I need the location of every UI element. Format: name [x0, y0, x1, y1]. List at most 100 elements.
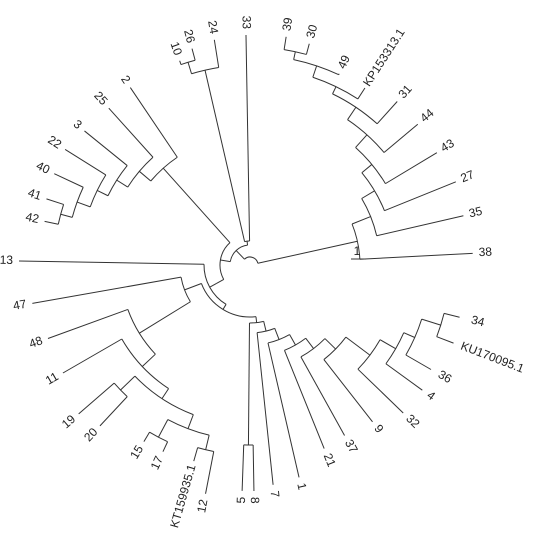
leaf-label-7: 7: [268, 490, 283, 498]
branch-radial-71: [162, 167, 231, 243]
branch-arc-48: [127, 309, 156, 355]
scale-bar-label: 1: [354, 244, 361, 258]
branch-arc-109: [347, 119, 385, 153]
branch-radial-124: [385, 152, 438, 185]
branch-radial-44: [241, 444, 245, 491]
branch-radial-67: [62, 338, 123, 374]
branch-arc-0: [244, 256, 259, 264]
branch-radial-21: [324, 338, 336, 350]
branch-radial-98: [213, 39, 220, 68]
leaf-label-5: 5: [234, 496, 248, 503]
branch-radial-85: [54, 173, 84, 188]
branch-radial-9: [222, 304, 227, 310]
leaf-label-47: 47: [12, 297, 28, 313]
leaf-label-19: 19: [59, 412, 79, 432]
branch-radial-66: [78, 382, 115, 415]
branch-radial-59: [158, 419, 169, 438]
branch-radial-39: [267, 342, 300, 478]
branch-radial-53: [187, 414, 194, 429]
branch-radial-125: [384, 181, 457, 212]
branch-radial-49: [141, 353, 156, 367]
leaf-label-30: 30: [303, 23, 320, 40]
leaf-label-10: 10: [168, 40, 186, 57]
branch-radial-1: [235, 250, 245, 260]
branch-arc-111: [332, 93, 378, 125]
branch-radial-99: [245, 35, 251, 242]
branch-radial-89: [129, 87, 178, 158]
branch-radial-73: [139, 170, 152, 182]
branch-radial-32: [436, 336, 454, 344]
leaf-label-49: 49: [335, 53, 353, 71]
branch-radial-19: [305, 337, 314, 349]
branch-radial-58: [193, 447, 199, 462]
leaf-label-12: 12: [194, 498, 210, 514]
branch-radial-104: [361, 190, 375, 199]
leaf-label-40: 40: [34, 158, 52, 176]
leaf-label-kp: KP153313.1: [360, 26, 408, 89]
branch-radial-63: [120, 375, 136, 391]
branch-arc-107: [355, 147, 386, 184]
branch-radial-17: [289, 334, 296, 346]
leaf-label-39: 39: [279, 16, 295, 32]
leaf-label-17: 17: [148, 454, 166, 472]
branch-radial-3: [220, 259, 231, 263]
branch-radial-45: [184, 283, 202, 291]
branch-arc-14: [257, 327, 275, 334]
leaf-label-27: 27: [458, 167, 476, 185]
leaf-label-43: 43: [438, 136, 457, 155]
branch-arc-24: [357, 339, 381, 370]
branch-radial-47: [139, 301, 191, 334]
branch-radial-27: [403, 332, 415, 338]
leaf-label-32: 32: [403, 411, 423, 431]
branch-radial-70: [19, 260, 205, 265]
branch-radial-36: [323, 359, 373, 423]
leaf-label-11: 11: [43, 369, 61, 388]
branch-radial-5: [216, 279, 224, 284]
branch-radial-34: [385, 363, 423, 391]
leaf-labels: 34KU170095.13643293721178512KT159935.117…: [0, 16, 526, 530]
branch-radial-55: [205, 435, 210, 450]
branch-radial-11: [255, 316, 258, 323]
leaf-label-25: 25: [91, 89, 111, 109]
branch-radial-33: [405, 354, 432, 370]
branch-radial-62: [143, 431, 150, 442]
branch-radial-13: [263, 321, 267, 332]
leaf-label-4: 4: [424, 388, 438, 403]
leaf-label-24: 24: [205, 19, 221, 35]
branch-arc-64: [113, 382, 128, 398]
branch-arc-56: [197, 447, 214, 453]
branch-radial-29: [421, 318, 441, 326]
branch-radial-100: [257, 240, 358, 264]
branch-arc-8: [203, 264, 227, 305]
branch-radial-31: [443, 312, 460, 318]
branch-arc-52: [134, 375, 194, 416]
leaf-label-44: 44: [417, 106, 436, 126]
branch-radial-23: [345, 336, 371, 356]
leaf-label-35: 35: [467, 204, 483, 221]
branch-radial-86: [64, 149, 107, 176]
branch-radial-7: [209, 282, 217, 288]
branch-radial-37: [300, 356, 345, 436]
branch-arc-101: [351, 223, 361, 260]
branch-radial-114: [312, 65, 318, 78]
leaf-label-36: 36: [436, 367, 455, 386]
leaf-label-ku: KU170095.1: [459, 339, 527, 376]
branch-arc-93: [191, 66, 219, 75]
branch-radial-40: [256, 332, 274, 485]
branch-radial-96: [179, 60, 182, 65]
branch-radial-127: [359, 252, 473, 260]
branch-arc-113: [312, 76, 359, 100]
branch-radial-81: [60, 213, 73, 218]
branch-radial-88: [108, 107, 154, 158]
branch-radial-41: [247, 322, 250, 445]
branch-radial-25: [379, 339, 396, 350]
branch-radial-38: [283, 350, 325, 449]
leaf-label-22: 22: [45, 133, 64, 152]
branch-arc-91: [244, 240, 250, 243]
leaf-label-15: 15: [127, 442, 146, 461]
branch-arc-10: [200, 283, 257, 318]
branch-radial-65: [99, 396, 128, 427]
branch-radial-106: [361, 164, 373, 174]
branch-radial-119: [305, 43, 310, 55]
branch-radial-122: [376, 101, 398, 125]
